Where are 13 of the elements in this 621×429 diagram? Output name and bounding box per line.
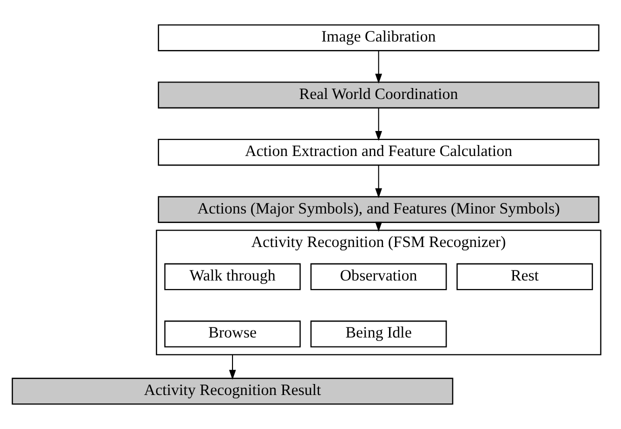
arrow [375, 108, 382, 141]
arrow [375, 164, 382, 198]
arrow [375, 50, 382, 84]
node-box: Observation [310, 263, 447, 290]
node-box: Walk through [164, 263, 301, 290]
node-box: Browse [164, 320, 301, 348]
node-box: Action Extraction and Feature Calculation [158, 138, 600, 166]
arrow [229, 354, 236, 380]
node-box: Real World Coordination [158, 82, 600, 108]
node-box: Rest [456, 263, 593, 290]
node-box: Being Idle [310, 320, 447, 348]
node-box: Activity Recognition Result [12, 378, 454, 405]
node-box: Image Calibration [158, 24, 600, 52]
